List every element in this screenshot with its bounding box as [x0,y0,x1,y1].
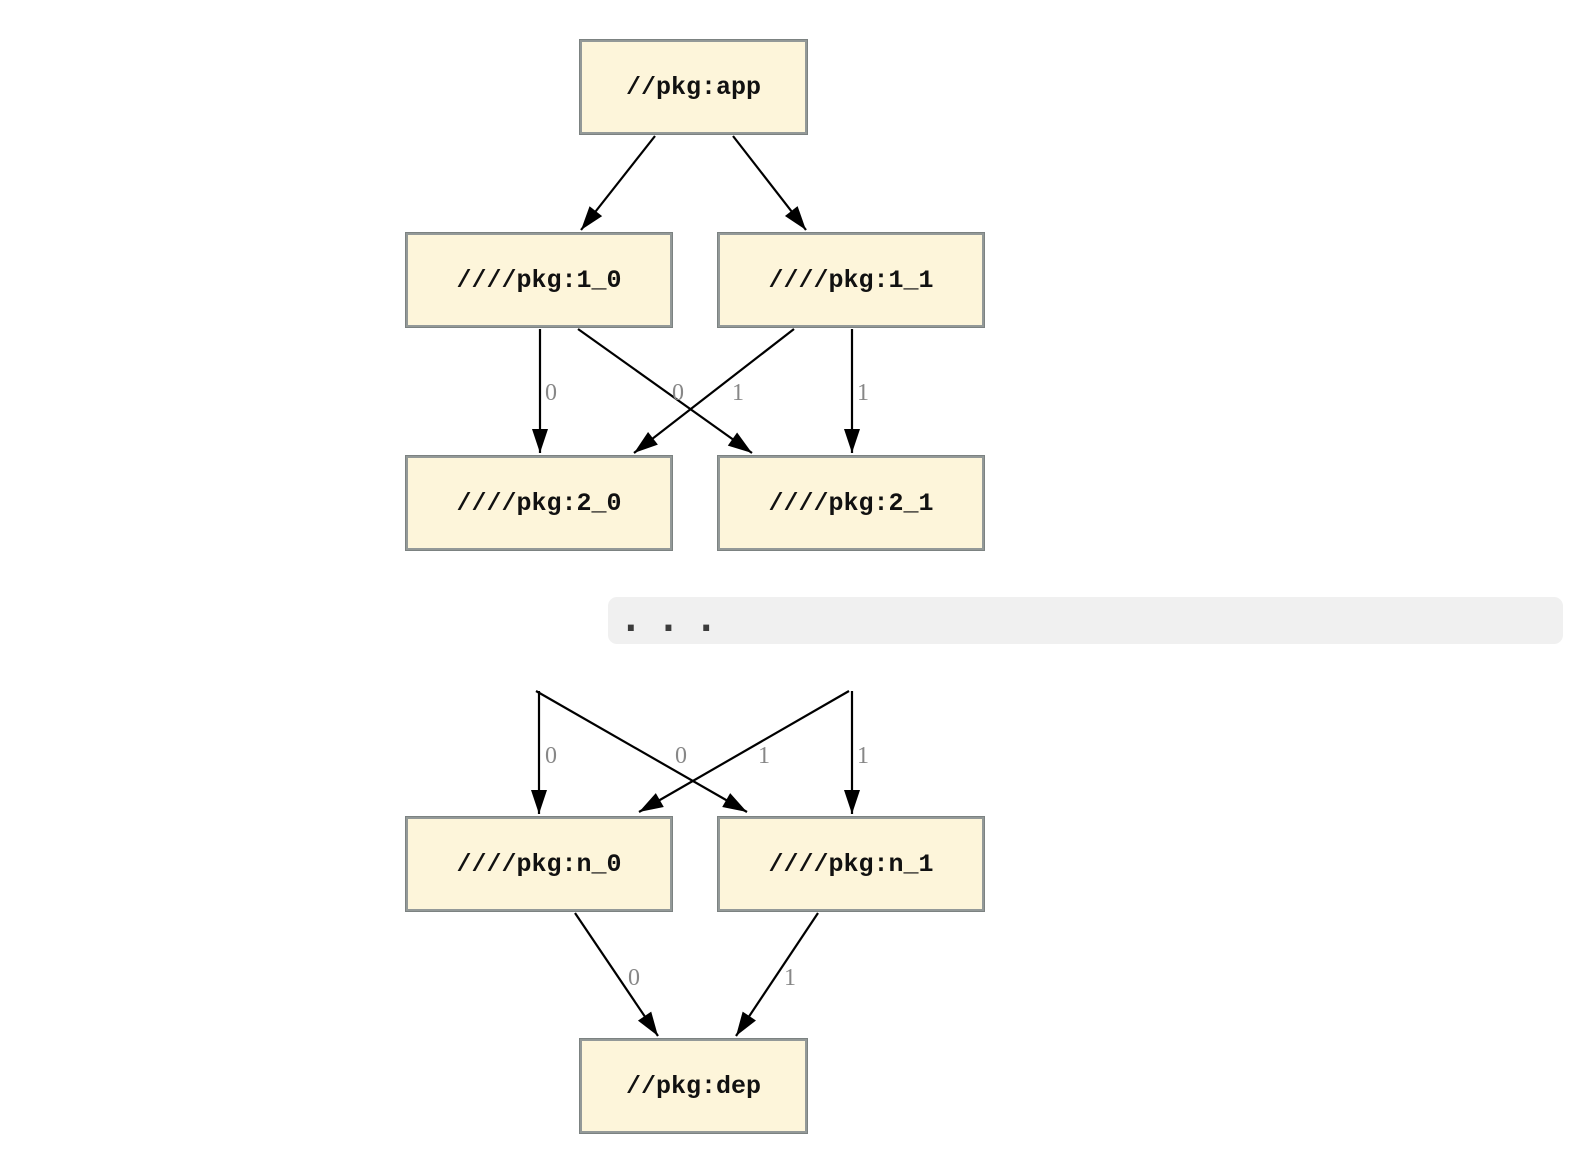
node-label: ////pkg:n_0 [456,849,622,879]
edge-ellipsis-left-to-n_1 [535,690,748,813]
edge-n_0-to-dep [574,912,659,1037]
edge-1_1-to-2_0 [633,328,795,454]
node-label: ////pkg:n_1 [768,849,934,879]
edge-label-ellipsis-n_1-right: 1 [857,743,869,769]
node-pkg-1_1: ////pkg:1_1 [717,232,985,328]
node-label: //pkg:app [625,72,762,102]
edge-label-1_0-2_1: 1 [732,380,744,406]
node-label: ////pkg:2_0 [456,488,622,518]
node-label: //pkg:dep [625,1071,762,1101]
edge-app-to-1_1 [732,135,807,231]
node-label: ////pkg:1_0 [456,265,622,295]
edge-label-n_1-dep: 1 [784,965,796,991]
edge-app-to-1_0 [580,135,656,231]
edge-label-n_0-dep: 0 [628,965,640,991]
node-pkg-n_0: ////pkg:n_0 [405,816,673,912]
edge-label-1_0-2_0: 0 [545,380,557,406]
node-pkg-2_1: ////pkg:2_1 [717,455,985,551]
edge-1_0-to-2_1 [577,328,753,454]
edge-label-ellipsis-n_1-center: 1 [758,743,770,769]
edge-label-ellipsis-n_0-left: 0 [545,743,557,769]
edge-ellipsis-right-to-n_0 [638,690,850,813]
node-pkg-1_0: ////pkg:1_0 [405,232,673,328]
node-pkg-app: //pkg:app [579,39,808,135]
node-pkg-n_1: ////pkg:n_1 [717,816,985,912]
node-label: ////pkg:1_1 [768,265,934,295]
edge-label-1_1-2_1: 1 [857,380,869,406]
node-pkg-2_0: ////pkg:2_0 [405,455,673,551]
ellipsis-band: ... [608,597,1563,644]
edge-label-ellipsis-n_0-center: 0 [675,743,687,769]
node-label: ////pkg:2_1 [768,488,934,518]
node-pkg-dep: //pkg:dep [579,1038,808,1134]
ellipsis-dots: ... [620,599,734,640]
edge-n_1-to-dep [735,912,819,1037]
edge-label-1_1-2_0: 0 [672,380,684,406]
